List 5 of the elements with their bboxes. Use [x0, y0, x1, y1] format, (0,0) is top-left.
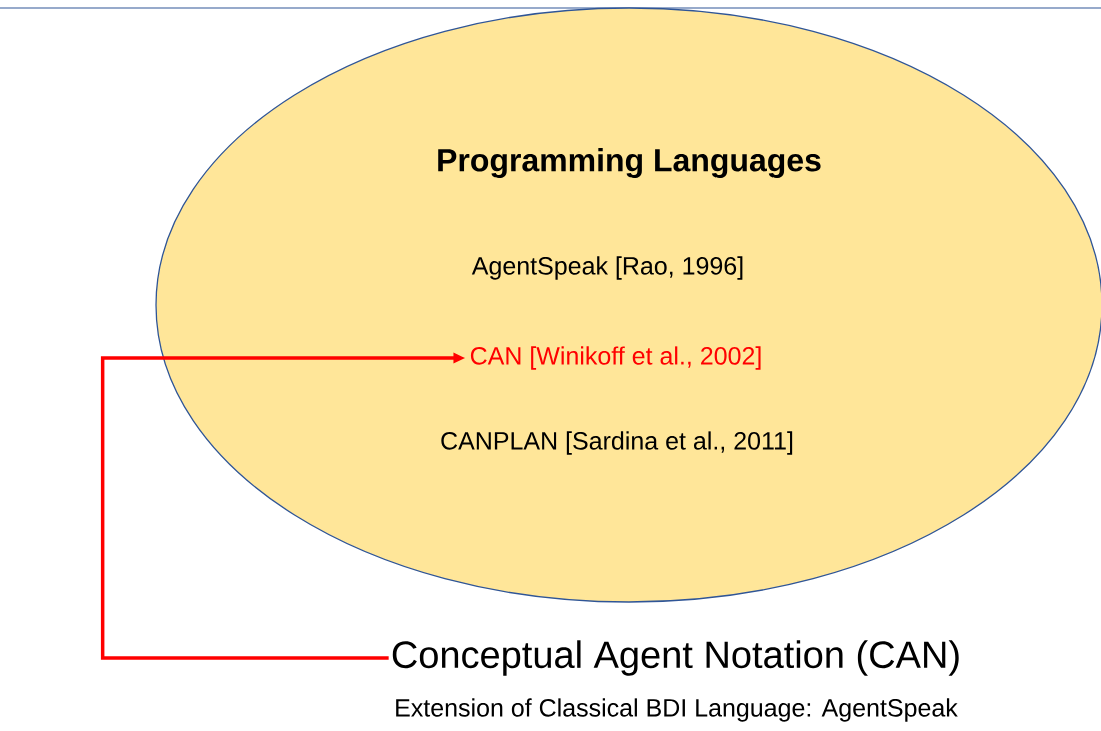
- highlighted-text: CAN [Winikoff et al., 2002]: [470, 346, 761, 370]
- node-label: Extension of Classical BDI Language: AgentSpeak: [396, 698, 958, 722]
- text-label: Conceptual Agent Notation (CAN): [392, 640, 959, 676]
- text-label: AgentSpeak [Rao, 1996]: [471, 256, 743, 280]
- text-label: CANPLAN [Sardina et al., 2011]: [441, 431, 793, 455]
